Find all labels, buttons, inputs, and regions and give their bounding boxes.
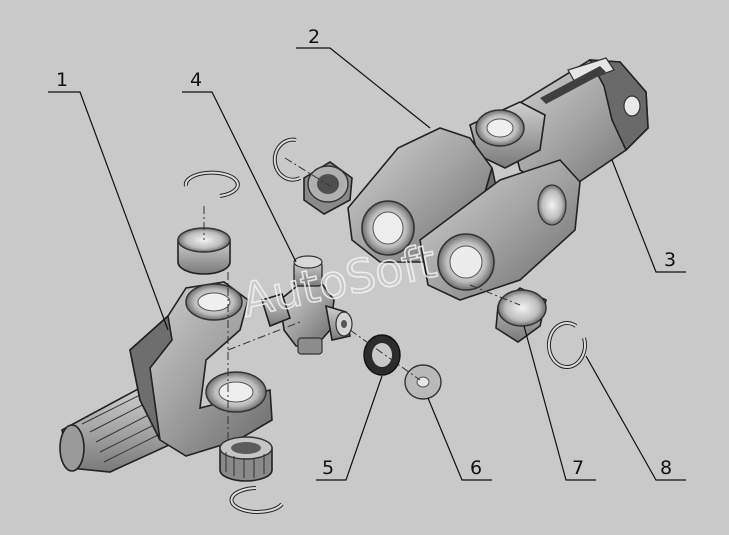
needle-bearing-top-center: [303, 161, 353, 215]
splined-yoke-part-1: [59, 281, 273, 473]
callout-3: 3: [664, 249, 676, 271]
callout-1: 1: [56, 69, 68, 91]
callout-8: 8: [660, 457, 672, 479]
callout-2: 2: [308, 26, 320, 48]
spider-cross-part-4: [260, 255, 353, 355]
tube-yoke-part-3: [469, 57, 649, 196]
snap-ring-bottom-left: [229, 486, 284, 514]
callout-5: 5: [322, 457, 334, 479]
leader-lines: [48, 47, 686, 481]
bearing-cup-part-7: [495, 287, 547, 343]
callout-4: 4: [190, 69, 202, 91]
seal-ring-part-5: [363, 334, 401, 376]
snap-ring-top-left: [183, 170, 240, 198]
intermediate-yoke-part-2: [347, 127, 581, 301]
snap-ring-part-8: [546, 321, 587, 369]
needle-bearing-bottom-left: [219, 436, 273, 482]
washer-part-6: [404, 364, 442, 400]
callout-7: 7: [572, 457, 584, 479]
assembly-axis-lines: [203, 157, 521, 440]
snap-ring-top-center: [272, 137, 301, 182]
callout-6: 6: [470, 457, 482, 479]
